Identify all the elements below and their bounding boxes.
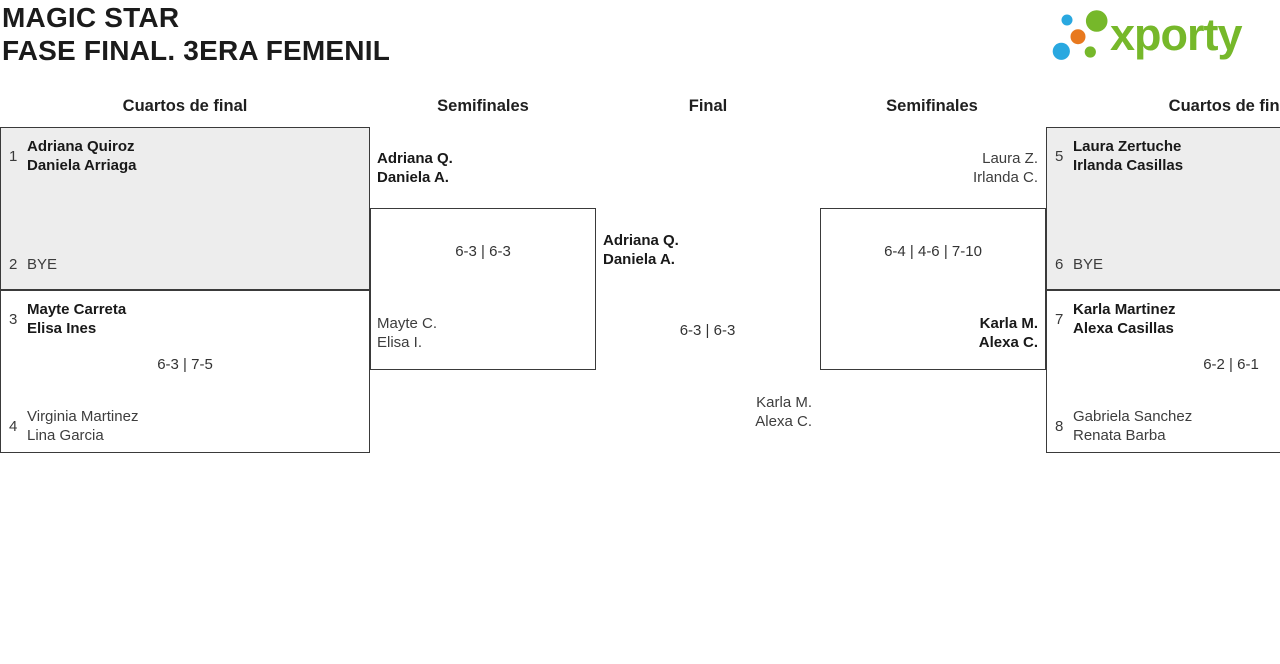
final-runnerup-team: Karla M. Alexa C. — [755, 394, 812, 430]
seed-number: 6 — [1055, 256, 1064, 273]
round-header-semifinals-right: Semifinales — [886, 97, 978, 115]
round-header-semifinals-left: Semifinales — [437, 97, 529, 115]
seed-number: 7 — [1055, 310, 1064, 328]
match-score: 6-4 | 4-6 | 7-10 — [884, 243, 982, 260]
final-score: 6-3 | 6-3 — [679, 322, 736, 339]
team-name: Virginia Martinez Lina Garcia — [27, 408, 139, 444]
seed-number: 4 — [9, 417, 18, 435]
page-title: MAGIC STAR FASE FINAL. 3ERA FEMENIL — [2, 1, 390, 67]
final-winner-team: Adriana Q. Daniela A. — [603, 232, 679, 268]
team-name: Gabriela Sanchez Renata Barba — [1073, 408, 1193, 444]
seed-number: 2 — [9, 256, 18, 273]
match-row-top: 5 Laura Zertuche Irlanda Casillas — [1055, 137, 1183, 175]
seed-number: 3 — [9, 310, 18, 328]
match-row-top: 7 Karla Martinez Alexa Casillas — [1055, 300, 1176, 338]
team-name: Mayte Carreta Elisa Ines — [27, 301, 127, 337]
team-name: Karla Martinez Alexa Casillas — [1073, 301, 1176, 337]
team-name: Laura Zertuche Irlanda Casillas — [1073, 138, 1184, 174]
team-name: Mayte C. Elisa I. — [377, 315, 438, 351]
tournament-name: MAGIC STAR — [2, 2, 180, 33]
team-name: BYE — [1073, 256, 1104, 273]
match-score: 6-2 | 6-1 — [1203, 356, 1259, 373]
match-score: 6-3 | 6-3 — [455, 243, 511, 260]
team-name: Adriana Q. Daniela A. — [377, 150, 453, 186]
match-row-bottom: 6 BYE — [1055, 255, 1103, 274]
team-name: BYE — [27, 256, 58, 273]
round-header-quarterfinals-right: Cuartos de final — [1168, 97, 1280, 115]
match-qf-left-top[interactable]: 1 Adriana Quiroz Daniela Arriaga 2 BYE — [0, 127, 370, 290]
match-sf-right[interactable]: 6-4 | 4-6 | 7-10 — [820, 208, 1046, 370]
round-header-quarterfinals-left: Cuartos de final — [122, 97, 248, 115]
match-score: 6-3 | 7-5 — [157, 356, 213, 373]
match-sf-left[interactable]: 6-3 | 6-3 — [370, 208, 596, 370]
logo-wordmark: xporty — [1110, 9, 1243, 60]
xporty-logo: xporty — [1048, 2, 1280, 68]
match-row-bottom: 2 BYE — [9, 255, 57, 274]
team-name: Adriana Quiroz Daniela Arriaga — [27, 138, 137, 174]
match-row-bottom: 8 Gabriela Sanchez Renata Barba — [1055, 407, 1192, 445]
seed-number: 5 — [1055, 147, 1064, 165]
team-name: Karla M. Alexa C. — [978, 315, 1038, 351]
match-row-top: 3 Mayte Carreta Elisa Ines — [9, 300, 126, 338]
seed-number: 8 — [1055, 417, 1064, 435]
logo-dots-icon — [1052, 10, 1108, 60]
team-name: Laura Z. Irlanda C. — [972, 150, 1038, 186]
seed-number: 1 — [9, 147, 18, 165]
match-qf-right-bottom[interactable]: 7 Karla Martinez Alexa Casillas 6-2 | 6-… — [1046, 290, 1280, 453]
match-qf-left-bottom[interactable]: 3 Mayte Carreta Elisa Ines 6-3 | 7-5 4 V… — [0, 290, 370, 453]
match-row-bottom: 4 Virginia Martinez Lina Garcia — [9, 407, 138, 445]
match-row-top: 1 Adriana Quiroz Daniela Arriaga — [9, 137, 137, 175]
phase-name: FASE FINAL. 3ERA FEMENIL — [2, 35, 391, 66]
round-header-final: Final — [688, 97, 728, 115]
match-qf-right-top[interactable]: 5 Laura Zertuche Irlanda Casillas 6 BYE — [1046, 127, 1280, 290]
